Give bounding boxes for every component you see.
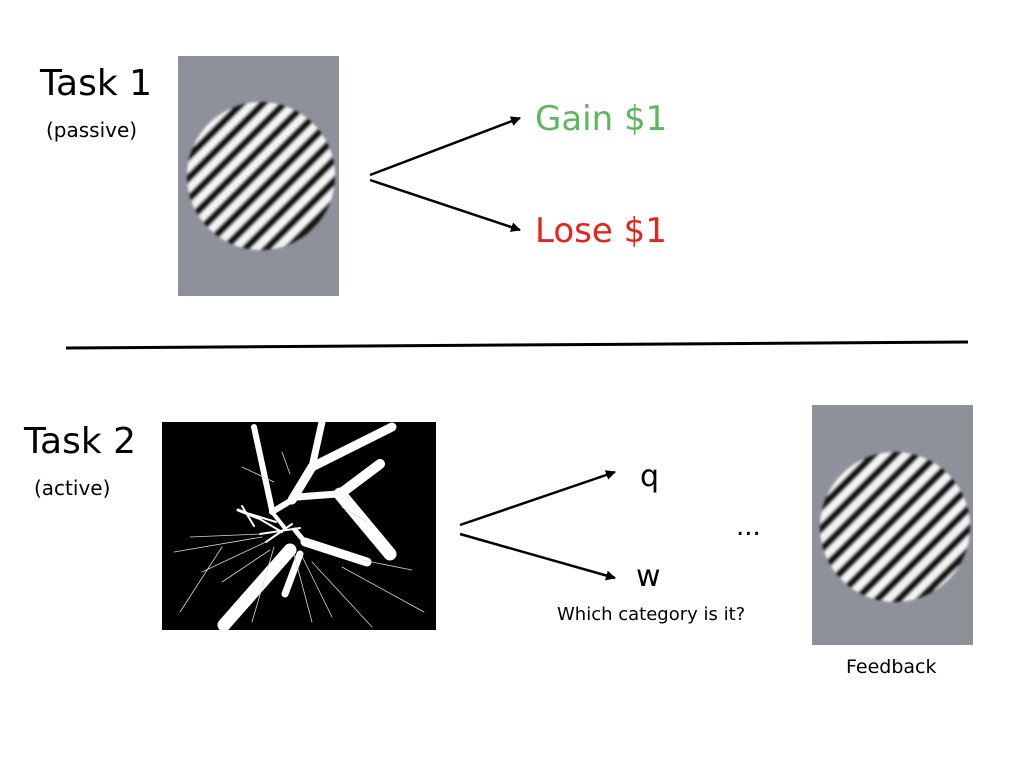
task1-outcome-arrows xyxy=(369,116,521,232)
grating-circle xyxy=(820,452,970,602)
feedback-label: Feedback xyxy=(846,656,937,678)
task1-subtitle: (passive) xyxy=(46,118,138,142)
lose-outcome: Lose $1 xyxy=(535,211,667,251)
response-key-q: q xyxy=(640,459,660,494)
arrow-to-gain xyxy=(369,116,521,177)
response-key-w: w xyxy=(636,559,661,594)
task1-title: Task 1 xyxy=(40,63,153,104)
section-divider xyxy=(65,340,969,350)
task2-title: Task 2 xyxy=(24,421,137,462)
task2-response-arrows xyxy=(459,470,616,581)
grating-circle xyxy=(187,102,335,250)
ellipsis: ... xyxy=(736,512,761,542)
arrow-to-lose xyxy=(369,178,521,232)
arrow-to-q xyxy=(459,470,616,527)
category-question: Which category is it? xyxy=(557,604,746,625)
feedback-grating-stimulus xyxy=(812,405,973,645)
task2-subtitle: (active) xyxy=(34,476,111,500)
task2-branch-stimulus xyxy=(162,422,436,630)
task1-grating-stimulus xyxy=(178,56,339,296)
gain-outcome: Gain $1 xyxy=(535,99,668,139)
arrow-to-w xyxy=(459,532,616,581)
